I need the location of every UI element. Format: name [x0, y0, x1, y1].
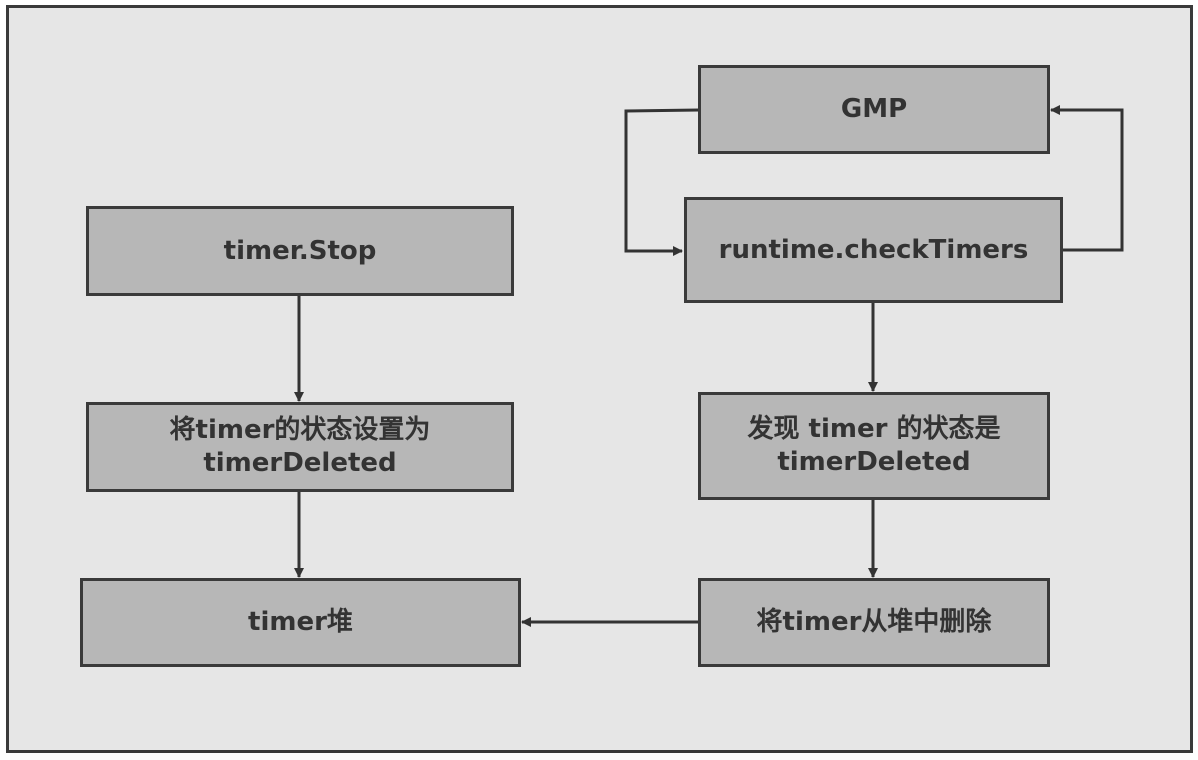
node-set-status-label: 将timer的状态设置为 timerDeleted [169, 415, 431, 478]
edge-gmp-to-checktimers [624, 108, 700, 256]
node-found-status: 发现 timer 的状态是 timerDeleted [698, 392, 1050, 500]
node-found-status-label: 发现 timer 的状态是 timerDeleted [747, 414, 1001, 477]
node-runtime-checktimers: runtime.checkTimers [684, 197, 1063, 303]
edge-checktimers-to-gmp [1050, 105, 1124, 252]
node-timer-heap: timer堆 [80, 578, 521, 667]
node-timer-heap-label: timer堆 [248, 607, 353, 637]
node-remove-from-heap-label: 将timer从堆中删除 [756, 607, 992, 637]
node-remove-from-heap: 将timer从堆中删除 [698, 578, 1050, 667]
node-gmp-label: GMP [840, 94, 908, 124]
node-runtime-checktimers-label: runtime.checkTimers [718, 234, 1029, 265]
node-timer-stop-label: timer.Stop [223, 235, 377, 266]
node-gmp: GMP [698, 65, 1050, 154]
node-timer-stop: timer.Stop [86, 206, 514, 296]
node-set-status: 将timer的状态设置为 timerDeleted [86, 402, 514, 492]
